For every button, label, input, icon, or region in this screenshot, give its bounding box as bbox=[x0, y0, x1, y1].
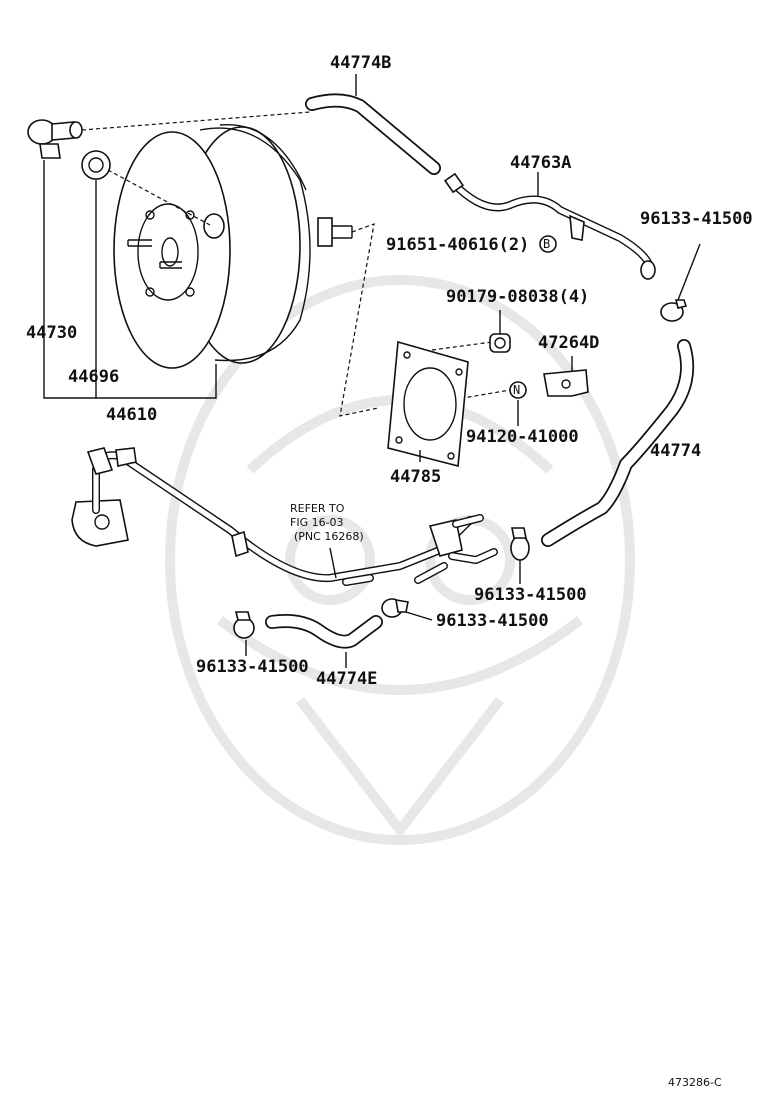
label-96133-mid: 96133-41500 bbox=[474, 585, 587, 605]
hose-44774B[interactable] bbox=[305, 93, 441, 175]
vacuum-pipe-assembly[interactable] bbox=[71, 447, 498, 586]
brake-booster[interactable] bbox=[113, 123, 353, 369]
label-44696: 44696 bbox=[68, 367, 119, 387]
reference-line-1: REFER TO bbox=[290, 502, 345, 515]
label-90179: 90179-08038(4) bbox=[446, 287, 589, 307]
label-47264D: 47264D bbox=[538, 333, 599, 353]
grommet-44696[interactable] bbox=[81, 150, 111, 180]
hose-44774[interactable] bbox=[541, 339, 695, 547]
label-44730: 44730 bbox=[26, 323, 77, 343]
bracket-47264D[interactable] bbox=[543, 369, 589, 397]
label-94120: 94120-41000 bbox=[466, 427, 579, 447]
diagram-id: 473286-C bbox=[668, 1076, 722, 1089]
label-44610: 44610 bbox=[106, 405, 157, 425]
clamp-96133-center[interactable] bbox=[381, 598, 409, 618]
watermark-emblem bbox=[165, 275, 635, 845]
nut-90179[interactable] bbox=[489, 333, 511, 353]
reference-line-3: (PNC 16268) bbox=[294, 530, 364, 543]
marker-N: N bbox=[509, 381, 527, 399]
label-96133-left: 96133-41500 bbox=[196, 657, 309, 677]
clamp-96133-top[interactable] bbox=[660, 299, 688, 322]
label-44774E: 44774E bbox=[316, 669, 377, 689]
gasket-44785[interactable] bbox=[387, 340, 469, 468]
marker-B: B bbox=[539, 235, 557, 253]
reference-note: REFER TO FIG 16-03 (PNC 16268) bbox=[290, 502, 364, 543]
label-44774: 44774 bbox=[650, 441, 701, 461]
clamp-96133-left[interactable] bbox=[233, 611, 255, 639]
label-96133-center: 96133-41500 bbox=[436, 611, 549, 631]
label-44763A: 44763A bbox=[510, 153, 571, 173]
label-44774B: 44774B bbox=[330, 53, 391, 73]
marker-N-label: N bbox=[513, 383, 520, 397]
label-91651: 91651-40616(2) bbox=[386, 235, 529, 255]
reference-line-2: FIG 16-03 bbox=[290, 516, 344, 529]
check-valve-44730[interactable] bbox=[27, 119, 83, 159]
label-44785: 44785 bbox=[390, 467, 441, 487]
hose-44774E[interactable] bbox=[265, 614, 383, 649]
label-96133-top: 96133-41500 bbox=[640, 209, 753, 229]
clamp-96133-mid[interactable] bbox=[510, 527, 530, 561]
marker-B-label: B bbox=[543, 237, 550, 251]
tube-44763A[interactable] bbox=[443, 172, 656, 280]
